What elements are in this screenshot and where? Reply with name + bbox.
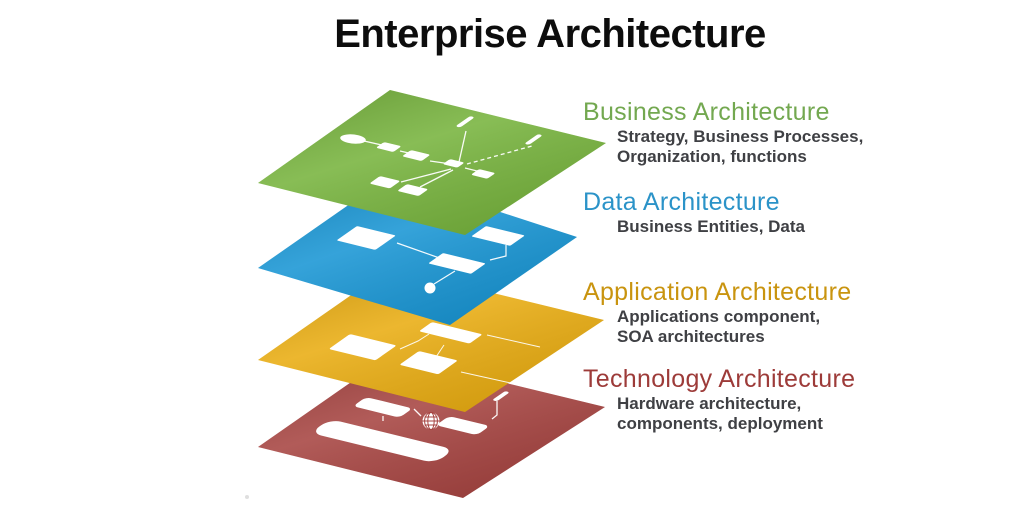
application-architecture-label-block: Application Architecture Applications co… (583, 277, 851, 347)
data-architecture-label: Data Architecture (583, 188, 780, 216)
business-architecture-description-line: Organization, functions (617, 147, 807, 166)
page-title: Enterprise Architecture (334, 12, 766, 56)
application-components-icon (329, 322, 541, 385)
entity-relationship-icon (337, 226, 525, 294)
business-architecture-label: Business Architecture (583, 98, 830, 126)
data-architecture-description-line: Business Entities, Data (617, 217, 806, 236)
technology-architecture-description-line: Hardware architecture, (617, 394, 802, 413)
stray-mark (245, 495, 249, 499)
application-architecture-description-line: Applications component, (617, 307, 821, 326)
business-layer (258, 90, 606, 235)
org-chart-network-icon (340, 116, 542, 196)
business-architecture-description-line: Strategy, Business Processes, (617, 127, 864, 146)
technology-architecture-label: Technology Architecture (583, 365, 856, 393)
globe-icon (422, 412, 440, 430)
technology-layer (258, 355, 605, 498)
business-architecture-label-block: Business Architecture Strategy, Business… (583, 97, 863, 167)
application-architecture-description-line: SOA architectures (617, 327, 765, 346)
technology-architecture-label-block: Technology Architecture Hardware archite… (583, 364, 855, 434)
application-architecture-label: Application Architecture (583, 278, 852, 306)
technology-architecture-description-line: components, deployment (617, 414, 823, 433)
data-architecture-label-block: Data Architecture Business Entities, Dat… (583, 187, 805, 237)
application-layer (258, 268, 604, 412)
hardware-deployment-icon (316, 391, 509, 462)
